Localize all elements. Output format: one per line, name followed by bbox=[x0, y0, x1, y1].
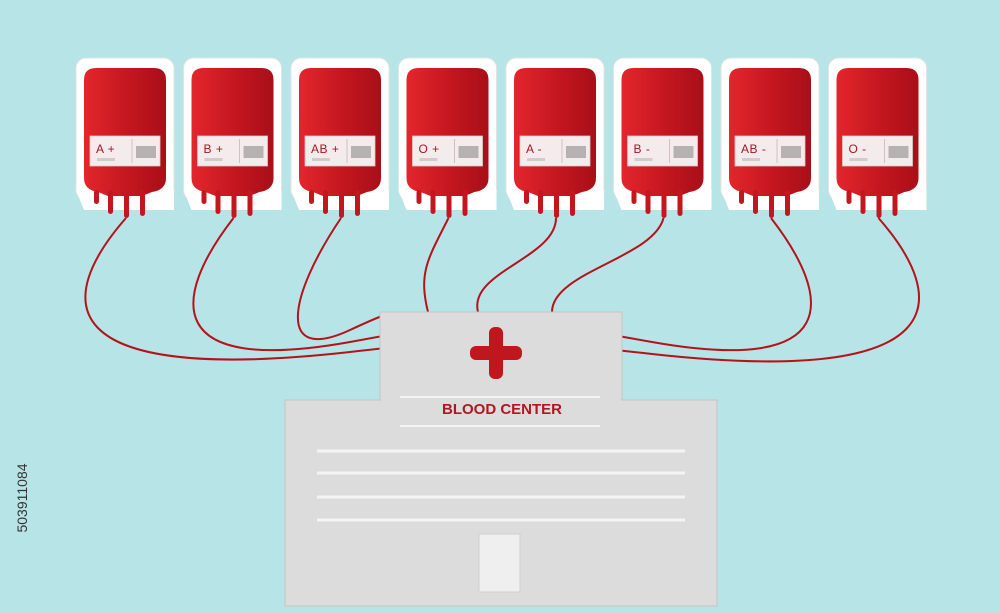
blood-type-label: O + bbox=[419, 142, 440, 156]
center-title: BLOOD CENTER bbox=[442, 401, 562, 418]
blood-bag: O + bbox=[398, 57, 497, 218]
blood-type-label: A - bbox=[526, 142, 542, 156]
blood-type-label: B - bbox=[634, 142, 651, 156]
building-door bbox=[478, 533, 521, 593]
barcode-icon bbox=[136, 146, 156, 158]
barcode-icon bbox=[566, 146, 586, 158]
blood-type-label: AB - bbox=[741, 142, 766, 156]
stock-id-watermark: 503911084 bbox=[14, 463, 30, 533]
blood-tube bbox=[296, 217, 394, 341]
blood-bag: AB - bbox=[720, 57, 820, 218]
blood-bag: AB + bbox=[290, 57, 390, 218]
barcode-icon bbox=[673, 146, 694, 158]
barcode-icon bbox=[458, 146, 479, 158]
blood-center-building: BLOOD CENTER bbox=[284, 311, 718, 607]
barcode-icon bbox=[351, 146, 371, 158]
blood-bag: A + bbox=[75, 57, 175, 218]
barcode-icon bbox=[243, 146, 264, 158]
blood-type-label: A + bbox=[96, 142, 115, 156]
blood-tube bbox=[476, 217, 557, 313]
blood-bag: B - bbox=[613, 57, 712, 218]
blood-type-label: AB + bbox=[311, 142, 339, 156]
blood-tube bbox=[551, 217, 665, 313]
blood-type-label: B + bbox=[204, 142, 224, 156]
red-cross-icon bbox=[470, 327, 522, 379]
blood-tube bbox=[423, 217, 450, 313]
blood-bag: A - bbox=[505, 57, 605, 218]
blood-bag: O - bbox=[828, 57, 927, 218]
blood-bags: A + B + AB + O + A - B - AB - O - bbox=[75, 57, 927, 218]
barcode-icon bbox=[781, 146, 801, 158]
blood-type-label: O - bbox=[849, 142, 867, 156]
barcode-icon bbox=[888, 146, 909, 158]
blood-bag: B + bbox=[183, 57, 282, 218]
